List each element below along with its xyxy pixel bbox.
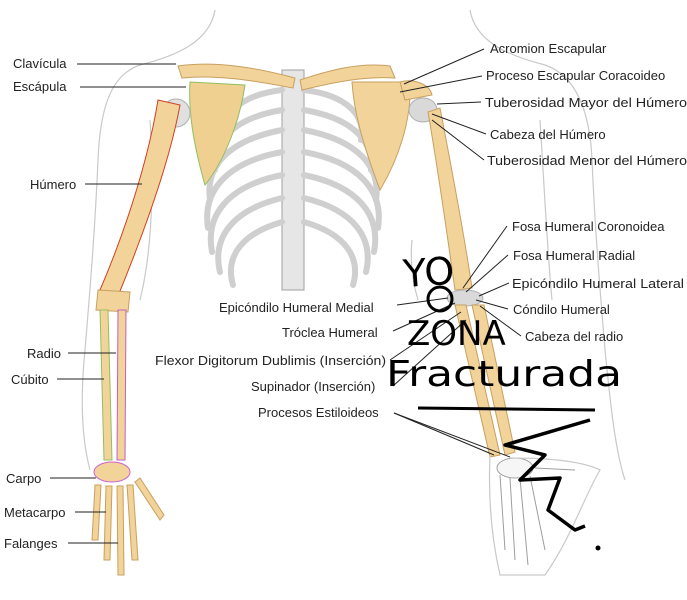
fracture-zigzag xyxy=(503,418,591,532)
humerus-left xyxy=(99,99,181,297)
hand-right xyxy=(488,454,601,576)
annotation-underline xyxy=(417,406,596,412)
label-estiloideos: Procesos Estiloideos xyxy=(258,405,379,420)
rib-cage xyxy=(204,69,382,291)
annotation-fracturada: Fracturada xyxy=(386,354,622,395)
right-arm-bones xyxy=(299,64,601,576)
label-tub-mayor: Tuberosidad Mayor del Húmero xyxy=(485,95,687,110)
label-fosa-coronoidea: Fosa Humeral Coronoidea xyxy=(512,219,665,234)
scapula-left xyxy=(189,81,246,187)
label-carpo: Carpo xyxy=(6,471,41,486)
label-falanges: Falanges xyxy=(4,536,58,551)
label-cabeza-radio: Cabeza del radio xyxy=(525,329,623,344)
labels-right: Acromion Escapular Proceso Escapular Cor… xyxy=(155,41,687,420)
label-coracoideo: Proceso Escapular Coracoideo xyxy=(486,68,665,83)
ribs-right xyxy=(301,87,382,288)
label-humero: Húmero xyxy=(30,177,76,192)
label-troclea: Tróclea Humeral xyxy=(282,325,378,340)
label-cubito: Cúbito xyxy=(11,372,49,387)
label-cabeza-humero: Cabeza del Húmero xyxy=(490,127,606,142)
clavicle-left xyxy=(177,63,296,89)
labels-left: Clavícula Escápula Húmero Radio Cúbito C… xyxy=(4,56,76,551)
ulna-left xyxy=(99,309,113,461)
hand-left xyxy=(91,477,165,576)
label-metacarpo: Metacarpo xyxy=(4,505,65,520)
radius-right xyxy=(471,304,516,456)
leader-lines-right xyxy=(389,48,522,458)
label-supinador: Supinador (Inserción) xyxy=(251,379,375,394)
label-epicondilo-lateral: Epicóndilo Humeral Lateral xyxy=(512,276,684,291)
label-condilo: Cóndilo Humeral xyxy=(513,302,610,317)
clavicle-right xyxy=(299,64,396,91)
label-escapula: Escápula xyxy=(13,79,67,94)
ulna-right xyxy=(454,304,501,458)
annotation-dot xyxy=(595,545,601,551)
annotation-zona: ZONA xyxy=(407,314,506,354)
label-fosa-radial: Fosa Humeral Radial xyxy=(513,248,635,263)
fracture-circle xyxy=(426,285,454,313)
humerus-right xyxy=(427,107,473,291)
radius-left xyxy=(116,309,127,461)
label-clavicula: Clavícula xyxy=(13,56,67,71)
label-flexor: Flexor Digitorum Dublimis (Inserción) xyxy=(155,353,386,368)
left-arm-bones xyxy=(91,63,296,576)
leader-lines-left xyxy=(50,63,186,544)
label-acromion: Acromion Escapular xyxy=(490,41,607,56)
handwritten-annotation: YO ZONA Fracturada xyxy=(386,249,622,551)
label-epicondilo-medial: Epicóndilo Humeral Medial xyxy=(219,300,374,315)
label-radio: Radio xyxy=(27,346,61,361)
label-tub-menor: Tuberosidad Menor del Húmero xyxy=(487,153,687,168)
